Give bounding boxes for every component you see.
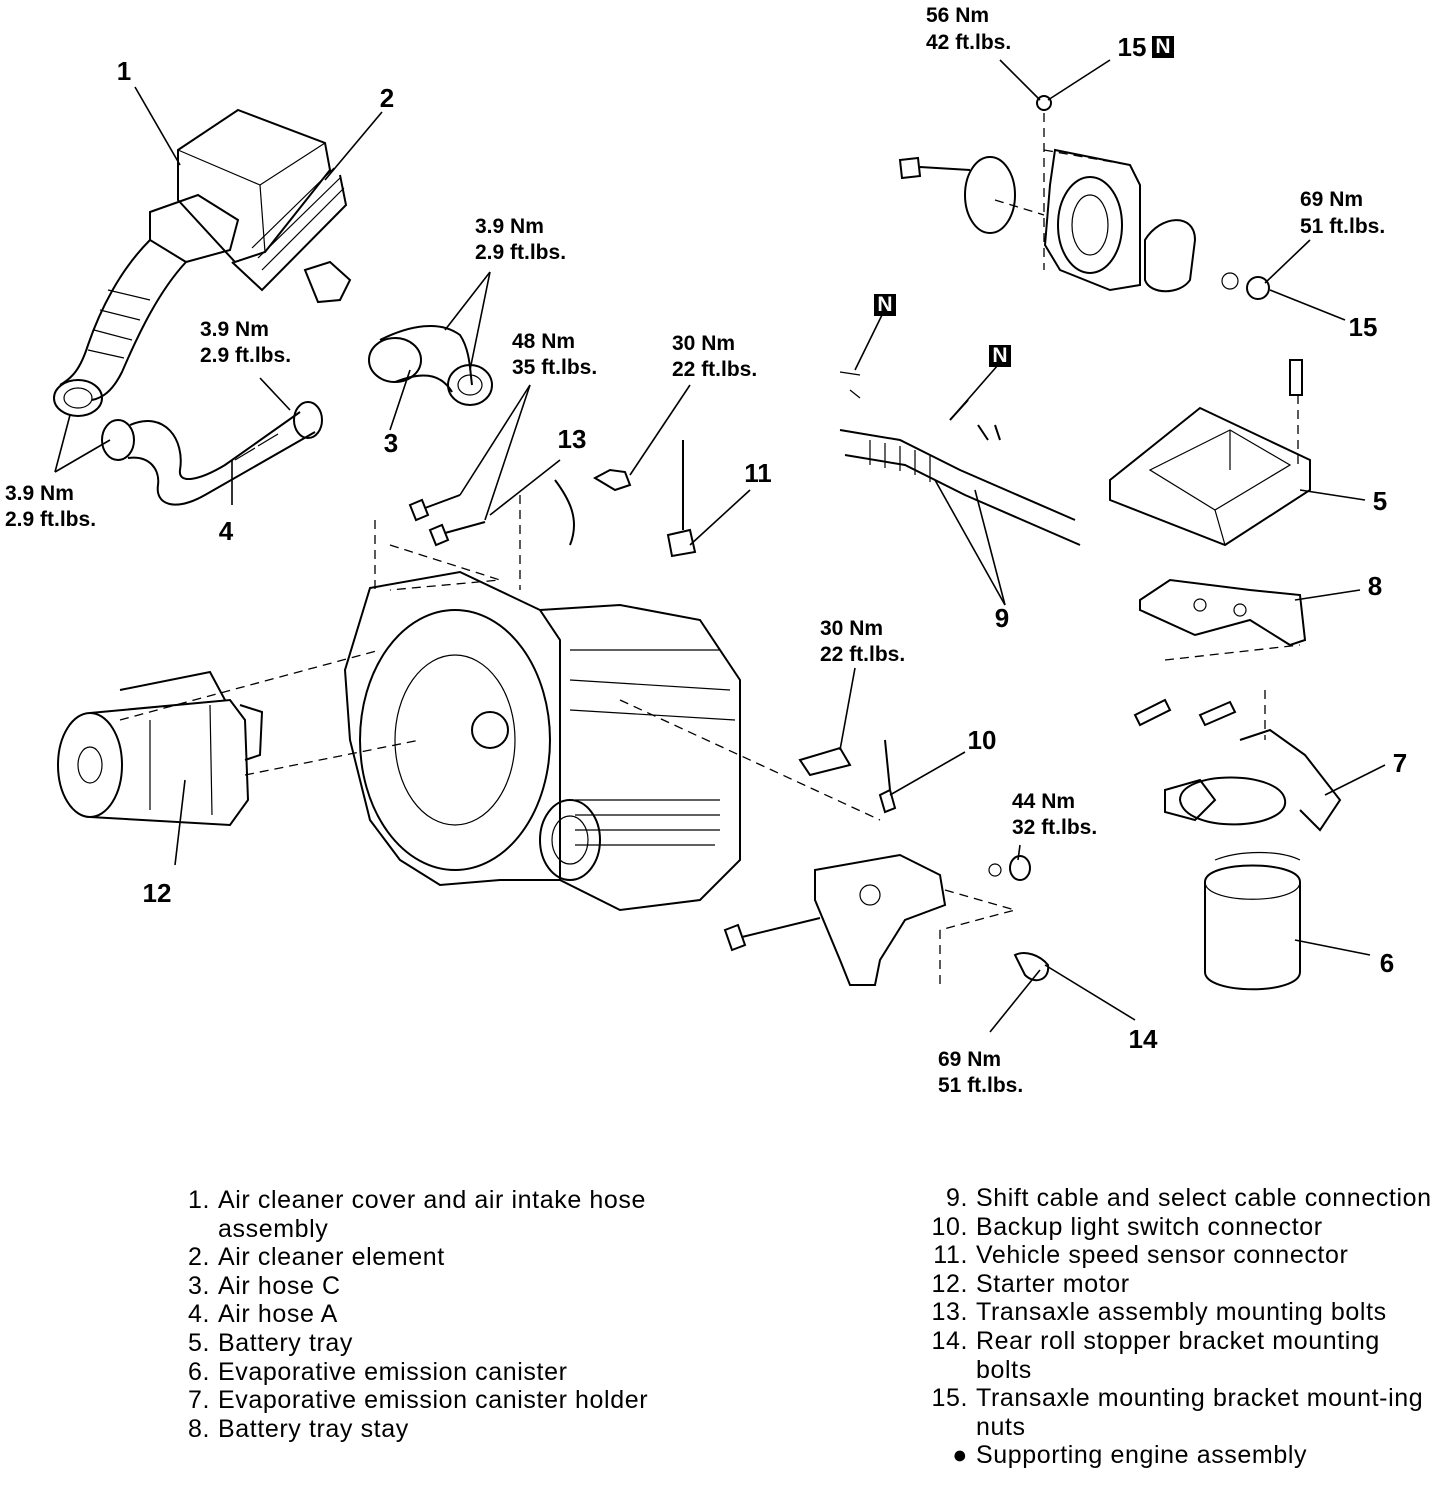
air-hose-a-drawing (101, 401, 323, 506)
legend-item: 1.Air cleaner cover and air intake hose … (187, 1186, 646, 1243)
torque-label-69nm-bottom: 69 Nm 51 ft.lbs. (938, 1048, 1023, 1097)
torque-label-44nm: 44 Nm 32 ft.lbs. (1012, 790, 1097, 839)
svg-text:42 ft.lbs.: 42 ft.lbs. (926, 31, 1011, 54)
callout-12: 12 (143, 878, 172, 908)
legend-item: 6.Evaporative emission canister (187, 1357, 568, 1386)
callout-15-right: 15 (1349, 312, 1378, 342)
svg-text:35 ft.lbs.: 35 ft.lbs. (512, 356, 597, 379)
alignment-lines (119, 113, 1301, 990)
torque-label-30nm-top: 30 Nm 22 ft.lbs. (672, 332, 757, 381)
callout-11: 11 (744, 458, 772, 488)
legend-item: 14.Rear roll stopper bracket mounting bo… (931, 1326, 1380, 1384)
callout-10: 10 (968, 725, 997, 755)
svg-text:30 Nm: 30 Nm (672, 332, 735, 355)
torque-labels: 56 Nm 42 ft.lbs. 69 Nm 51 ft.lbs. 3.9 Nm… (5, 4, 1385, 1097)
legend-right: 9.Shift cable and select cable connectio… (920, 1184, 1435, 1470)
leader-lines (54, 59, 1386, 1033)
svg-text:22 ft.lbs.: 22 ft.lbs. (672, 358, 757, 381)
torque-label-3-9nm-hose4: 3.9 Nm 2.9 ft.lbs. (200, 318, 291, 367)
callout-4: 4 (219, 516, 234, 546)
svg-text:30 Nm: 30 Nm (820, 617, 883, 640)
legend-item: 2.Air cleaner element (187, 1243, 445, 1272)
svg-text:32 ft.lbs.: 32 ft.lbs. (1012, 816, 1097, 839)
callout-6: 6 (1380, 948, 1394, 978)
torque-label-48nm: 48 Nm 35 ft.lbs. (512, 330, 597, 379)
callout-numbers: 1 2 3 4 5 6 7 8 9 10 11 12 13 14 15 15 (117, 32, 1407, 1054)
evap-canister-drawing (1133, 698, 1342, 991)
transaxle-mount-bracket-drawing (898, 95, 1270, 300)
bolts-drawing (408, 440, 897, 814)
starter-motor-drawing (57, 670, 264, 827)
callout-1: 1 (117, 56, 131, 86)
callout-7: 7 (1393, 748, 1407, 778)
legend-item: 8.Battery tray stay (187, 1414, 409, 1443)
legend-item: 9.Shift cable and select cable connectio… (945, 1184, 1432, 1212)
torque-label-3-9nm-left: 3.9 Nm 2.9 ft.lbs. (5, 482, 96, 531)
n-badge-icon: N (874, 293, 896, 316)
svg-text:56 Nm: 56 Nm (926, 4, 989, 27)
callout-3: 3 (384, 428, 398, 458)
legend-item: 15.Transaxle mounting bracket mount-ing … (931, 1384, 1424, 1441)
svg-text:2.9 ft.lbs.: 2.9 ft.lbs. (475, 241, 566, 264)
svg-text:48 Nm: 48 Nm (512, 330, 575, 353)
callout-8: 8 (1368, 571, 1382, 601)
air-cleaner-assembly-drawing (53, 108, 352, 417)
legend-item: ●Supporting engine assembly (952, 1441, 1308, 1470)
svg-text:51 ft.lbs.: 51 ft.lbs. (938, 1074, 1023, 1097)
svg-text:22 ft.lbs.: 22 ft.lbs. (820, 643, 905, 666)
svg-text:2.9 ft.lbs.: 2.9 ft.lbs. (200, 344, 291, 367)
torque-label-56nm: 56 Nm 42 ft.lbs. (926, 4, 1011, 54)
callout-9: 9 (995, 603, 1009, 633)
legend-item: 12.Starter motor (931, 1269, 1130, 1298)
air-hose-c-drawing (368, 324, 493, 406)
n-badge-icon: N (1152, 35, 1174, 58)
callout-15-top: 15 (1118, 32, 1147, 62)
torque-label-69nm-top: 69 Nm 51 ft.lbs. (1300, 188, 1385, 238)
legend-item: 7.Evaporative emission canister holder (187, 1386, 649, 1415)
svg-text:44 Nm: 44 Nm (1012, 790, 1075, 813)
callout-2: 2 (380, 83, 394, 113)
exploded-transaxle-diagram: N N N 1 2 3 4 5 6 7 8 9 10 11 12 13 14 1… (5, 4, 1407, 1097)
n-badge-icon: N (989, 344, 1011, 367)
svg-text:3.9 Nm: 3.9 Nm (475, 215, 544, 238)
svg-text:3.9 Nm: 3.9 Nm (5, 482, 74, 505)
svg-text:2.9 ft.lbs.: 2.9 ft.lbs. (5, 508, 96, 531)
legend-item: 5.Battery tray (187, 1328, 354, 1357)
svg-text:69 Nm: 69 Nm (938, 1048, 1001, 1071)
legend-item: 3.Air hose C (187, 1271, 341, 1300)
legend-item: 10.Backup light switch connector (931, 1212, 1323, 1241)
callout-13: 13 (558, 424, 587, 454)
callout-14: 14 (1129, 1024, 1158, 1054)
battery-tray-drawing (1109, 359, 1311, 547)
rear-roll-stopper-drawing (723, 853, 1050, 986)
legend-item: 13.Transaxle assembly mounting bolts (931, 1298, 1387, 1327)
svg-text:N: N (992, 344, 1007, 367)
shift-cables-drawing (839, 371, 1081, 546)
battery-tray-stay-drawing (1139, 578, 1307, 647)
legend-left: 1.Air cleaner cover and air intake hose … (170, 1186, 650, 1443)
legend-item: 4.Air hose A (187, 1300, 338, 1329)
svg-text:51 ft.lbs.: 51 ft.lbs. (1300, 215, 1385, 238)
torque-label-30nm-mid: 30 Nm 22 ft.lbs. (820, 617, 905, 666)
legend-item: 11.Vehicle speed sensor connector (933, 1241, 1349, 1270)
callout-5: 5 (1373, 486, 1387, 516)
svg-text:N: N (877, 293, 892, 316)
transaxle-case-drawing (343, 570, 741, 912)
svg-text:69 Nm: 69 Nm (1300, 188, 1363, 211)
svg-text:N: N (1155, 35, 1170, 58)
svg-text:3.9 Nm: 3.9 Nm (200, 318, 269, 341)
torque-label-3-9nm-hose3: 3.9 Nm 2.9 ft.lbs. (475, 215, 566, 264)
